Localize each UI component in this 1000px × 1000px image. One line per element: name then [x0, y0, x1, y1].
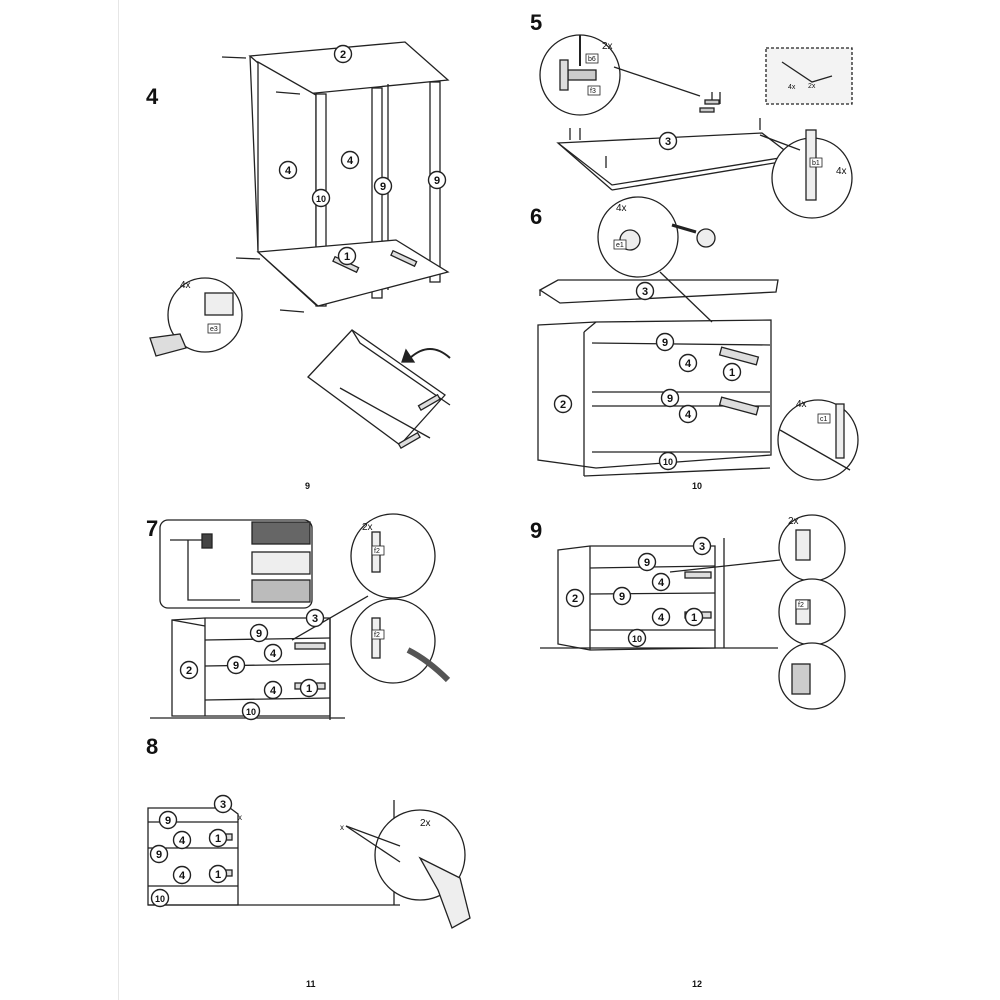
part-label: 2 [572, 593, 578, 605]
part-label: 9 [667, 393, 673, 405]
part-label: 3 [220, 799, 226, 811]
part-label: 10 [155, 894, 165, 904]
mark-label: x [340, 823, 344, 832]
part-label: 10 [246, 707, 256, 717]
page-fold-line [118, 0, 119, 1000]
part-label: 1 [215, 833, 221, 845]
part-code-label: f3 [590, 88, 596, 95]
part-label: 3 [665, 136, 671, 148]
part-code-label: b6 [588, 56, 596, 63]
page-number-9: 9 [305, 481, 311, 491]
part-label: 1 [344, 251, 350, 263]
part-code-label: c1 [820, 416, 828, 423]
quantity-label: 4x [788, 84, 796, 91]
part-label: 4 [285, 165, 292, 177]
part-code-label: e3 [210, 326, 218, 333]
part-code-label: f2 [374, 632, 380, 639]
part-label: 9 [644, 557, 650, 569]
part-label: 4 [270, 648, 277, 660]
part-label: 3 [642, 286, 648, 298]
part-code-label: f2 [798, 602, 804, 609]
step-6-drawing [537, 196, 859, 481]
part-label: 2 [186, 665, 192, 677]
part-label: 10 [316, 194, 326, 204]
part-label: 1 [215, 869, 221, 881]
part-label: 9 [156, 849, 162, 861]
part-label: 9 [434, 175, 440, 187]
part-label: 4 [685, 409, 692, 421]
part-label: 3 [699, 541, 705, 553]
step-8-number: 8 [146, 734, 159, 759]
part-label: 4 [658, 577, 665, 589]
part-label: 9 [256, 628, 262, 640]
part-label: 9 [662, 337, 668, 349]
part-code-label: f2 [374, 548, 380, 555]
part-label: 4 [179, 835, 186, 847]
part-label: 9 [619, 591, 625, 603]
step-4-number: 4 [146, 84, 159, 109]
page-number-10: 10 [692, 481, 703, 491]
part-label: 9 [165, 815, 171, 827]
step-4-drawing [149, 41, 451, 449]
mark-label: x [238, 813, 242, 822]
quantity-label: 4x [796, 399, 807, 410]
quantity-label: 2x [788, 516, 799, 527]
quantity-label: 2x [420, 818, 431, 829]
step-9-number: 9 [530, 518, 543, 543]
step-9-drawing [540, 514, 846, 710]
step-7-number: 7 [146, 516, 159, 541]
part-label: 4 [270, 685, 277, 697]
part-label: 9 [233, 660, 239, 672]
part-label: 4 [685, 358, 692, 370]
quantity-label: 4x [616, 203, 627, 214]
quantity-label: 4x [180, 280, 191, 291]
step-7-drawing [150, 513, 451, 720]
part-label: 4 [347, 155, 354, 167]
part-label: 4 [179, 870, 186, 882]
part-label: 3 [312, 613, 318, 625]
part-label: 10 [663, 457, 673, 467]
step-6-number: 6 [530, 204, 543, 229]
part-label: 1 [691, 612, 697, 624]
part-label: 1 [729, 367, 735, 379]
part-label: 1 [306, 683, 312, 695]
page-number-12: 12 [692, 979, 703, 989]
quantity-label: 4x [836, 166, 847, 177]
part-label: 2 [560, 399, 566, 411]
part-label: 4 [658, 612, 665, 624]
part-code-label: b1 [812, 160, 820, 167]
part-label: 10 [632, 634, 642, 644]
part-label: 9 [380, 181, 386, 193]
part-label: 2 [340, 49, 346, 61]
quantity-label: 2x [808, 83, 816, 90]
quantity-label: 2x [362, 522, 373, 533]
part-code-label: e1 [616, 242, 624, 249]
page-number-11: 11 [306, 979, 316, 989]
step-5-number: 5 [530, 10, 543, 35]
quantity-label: 2x [602, 41, 613, 52]
